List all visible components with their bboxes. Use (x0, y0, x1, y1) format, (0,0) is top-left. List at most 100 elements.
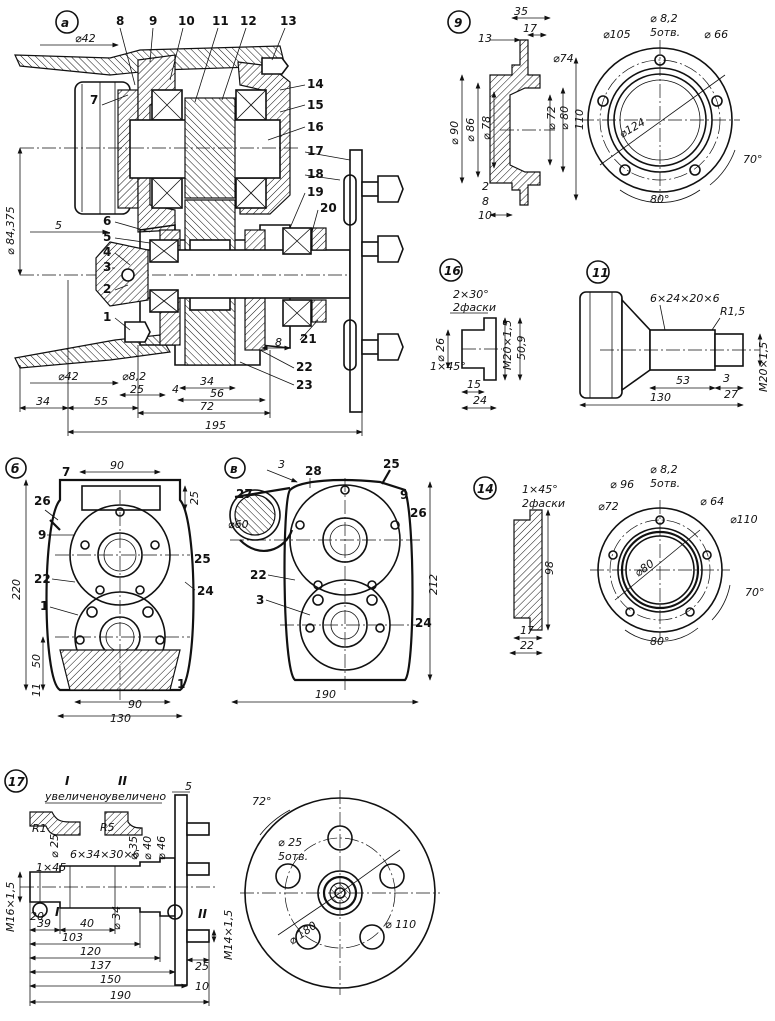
dim-a-n195: 195 (205, 419, 226, 432)
dim-14-d80: ⌀80 (632, 557, 656, 579)
callout-12: 12 (240, 14, 257, 28)
dim-a-d42-top: ⌀42 (75, 32, 96, 45)
dim-17-m16: M16×1,5 (4, 882, 17, 932)
view-b-callout-24: 24 (197, 584, 214, 598)
dim-17-d25b: ⌀ 25 (278, 836, 302, 849)
dim-9-a70: 70° (743, 153, 763, 166)
dim-14-d64: ⌀ 64 (700, 495, 724, 508)
callout-15: 15 (307, 98, 324, 112)
callout-1: 1 (103, 310, 111, 324)
dim-11-m20: M20×1,5 (757, 342, 770, 392)
dim-14-holes: 5отв. (650, 477, 680, 490)
dim-a-d82: ⌀8,2 (122, 370, 146, 383)
dim-17-a72: 72° (252, 795, 272, 808)
callout-14: 14 (307, 77, 324, 91)
dim-11-n130: 130 (650, 391, 671, 404)
detail-16-label: 16 (444, 264, 461, 278)
view-b-label: б (11, 462, 19, 476)
dim-9-d78: ⌀ 78 (480, 116, 493, 140)
dim-16-d26: ⌀ 26 (434, 338, 447, 362)
dim-9-d124: ⌀124 (617, 116, 647, 141)
dim-17-d180: ⌀ 180 (286, 919, 319, 948)
dim-b-n130: 130 (110, 712, 131, 725)
dim-14-a80: 80° (650, 635, 670, 648)
dim-14-n17: 17 (520, 624, 534, 637)
dim-17-c145: 1×45 (36, 861, 66, 874)
view-v-callout-9: 9 (400, 488, 408, 502)
dim-16-chamfer2: 2фаски (453, 301, 496, 314)
dim-17-n40: 40 (80, 917, 94, 930)
detail-17-enlarge-1-mark: I (65, 774, 70, 788)
detail-9-section (489, 39, 541, 206)
dim-14-d96: ⌀ 96 (610, 478, 634, 491)
detail-14-section (513, 509, 543, 631)
dim-9-n13: 13 (478, 32, 492, 45)
view-b-badge (5, 457, 27, 479)
callout-2: 2 (103, 282, 111, 296)
dim-16-c145: 1×45° (430, 360, 466, 373)
detail-17-enlarge-1-shape (29, 811, 81, 836)
view-v-callout-27: 27 (236, 487, 253, 501)
detail-17-badge (4, 769, 28, 793)
dim-b-n90b: 90 (128, 698, 142, 711)
detail-17-stud-1 (186, 822, 210, 836)
dim-b-n220: 220 (10, 579, 23, 600)
dim-17-n137: 137 (90, 959, 111, 972)
view-b-callout-25: 25 (194, 552, 211, 566)
cover-bolt (261, 57, 289, 75)
dim-a-n56: 56 (210, 387, 224, 400)
callout-6: 6 (103, 214, 111, 228)
dim-17-holes: 5отв. (278, 850, 308, 863)
dim-17-d25: ⌀ 25 (48, 834, 61, 858)
detail-17: 17 I увеличено II увеличено R1 R5 5 1×45… (4, 769, 440, 1006)
detail-11-label: 11 (592, 266, 609, 280)
detail-9-badge (447, 10, 471, 34)
base-bolt (124, 321, 151, 343)
detail-17-hole-5 (275, 863, 301, 889)
detail-16-badge (439, 258, 463, 282)
dim-16-m20: M20×1,5 (501, 320, 514, 370)
callout-3: 3 (103, 260, 111, 274)
dim-9-holes: 5отв. (650, 26, 680, 39)
dim-17-d35: ⌀ 35 (127, 836, 140, 860)
dim-17-d110: ⌀ 110 (385, 918, 416, 931)
view-v-callout-25: 26 (410, 506, 427, 520)
view-v-callout-3: 3 (256, 593, 264, 607)
dim-b-n50: 50 (30, 654, 43, 668)
view-a-label: а (61, 16, 69, 30)
callout-17: 17 (307, 144, 324, 158)
dim-17-d34: ⌀ 34 (110, 906, 123, 930)
view-v-callout-28: 28 (305, 464, 322, 478)
detail-9: 9 35 17 13 ⌀74 ⌀ 90 ⌀ 86 ⌀ 78 ⌀ 72 ⌀ 80 … (447, 5, 763, 222)
detail-17-hole-2 (379, 863, 405, 889)
detail-16: 16 2×30° 2фаски ⌀ 26 M20×1,5 50,9 1×45° … (430, 258, 528, 411)
dim-14-d110: ⌀110 (730, 513, 758, 526)
detail-11-shaft (649, 329, 716, 371)
dim-a-n8: 8 (275, 336, 282, 349)
dim-17-spline: 6×34×30×6 (70, 848, 140, 861)
dim-a-n25: 25 (130, 383, 144, 396)
detail-17-enlarge-2-shape (104, 811, 143, 836)
detail-9-label: 9 (454, 16, 462, 30)
dim-9-n35: 35 (514, 5, 528, 18)
dim-17-n190: 190 (110, 989, 131, 1002)
dim-a-n55: 55 (94, 395, 108, 408)
dim-b-n90: 90 (110, 459, 124, 472)
dim-14-d82: ⌀ 8,2 (650, 463, 678, 476)
detail-17-enlarge-2-text: увеличено (104, 790, 166, 803)
view-b-callout-one: 1 (177, 677, 185, 691)
view-v-badge (224, 457, 246, 479)
dim-v-d60: ⌀60 (228, 518, 249, 531)
detail-17-hole-4 (295, 924, 321, 950)
dim-17-n10: 10 (195, 980, 209, 993)
seal-bottom (311, 299, 327, 323)
view-b-callout-7: 7 (62, 465, 70, 479)
dim-v-n190: 190 (315, 688, 336, 701)
view-b-callout-22: 22 (34, 572, 51, 586)
dim-17-n25: 25 (195, 960, 209, 973)
seal-top (311, 227, 327, 251)
dim-17-d40: ⌀ 40 (141, 836, 154, 860)
dim-17-n120: 120 (80, 945, 101, 958)
output-flange-plate (349, 149, 363, 413)
detail-9-hole-2 (711, 95, 723, 107)
